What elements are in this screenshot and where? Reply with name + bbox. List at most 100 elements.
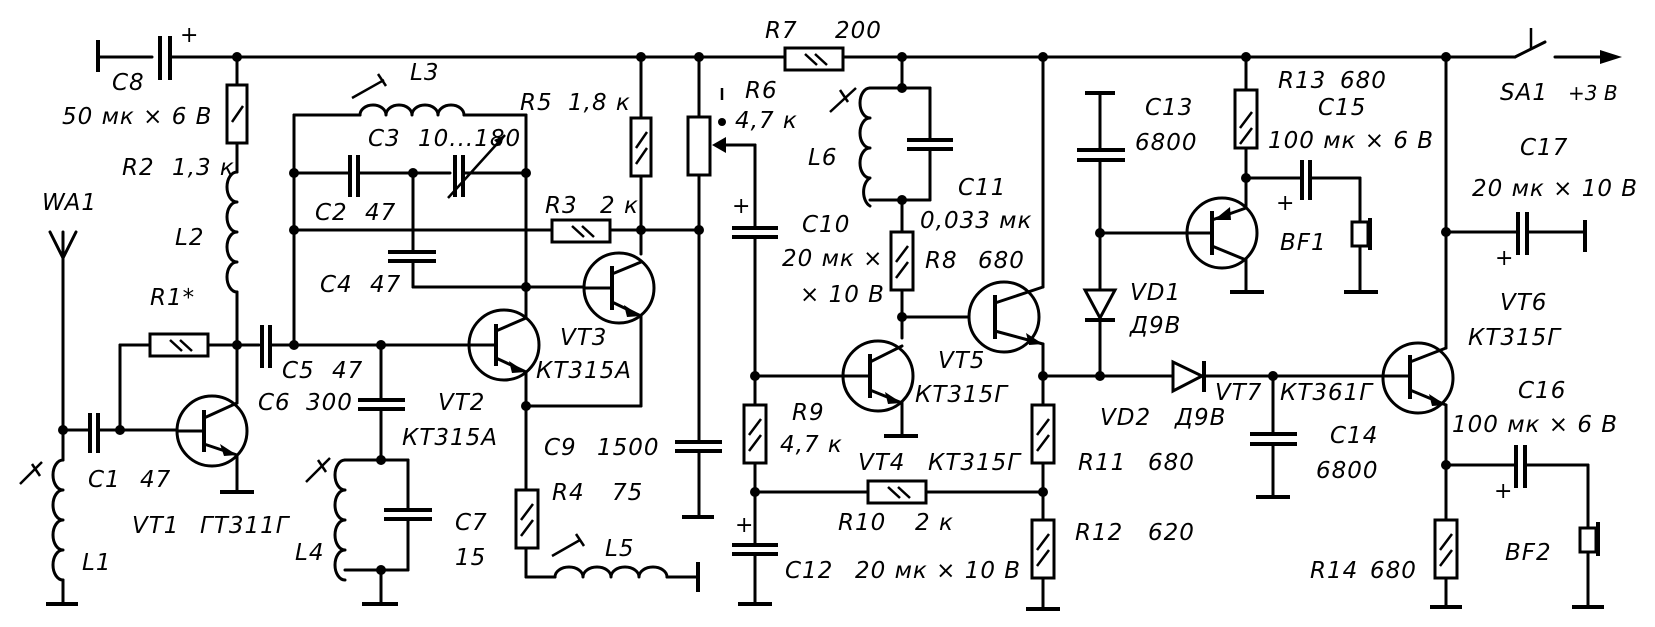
r3-ref: R3 [545,193,578,219]
detector-node [1041,371,1192,381]
capacitor-c2: C2 47 [292,155,452,226]
bf2-ref: BF2 [1505,540,1552,566]
vt1-ref: VT1 [132,513,179,539]
wa1-ref: WA1 [42,190,97,216]
vt7-type: КТ361Г [1280,380,1374,406]
power-rail [96,40,1517,72]
vt5-type: КТ315Г [915,382,1009,408]
c10-value: 20 мк × [782,246,883,272]
inductor-l6: L6 [808,52,907,208]
r8-ref: R8 [925,248,958,274]
r11-value: 680 [1148,450,1195,476]
capacitor-c14: C14 6800 [1250,374,1379,499]
r14-value: 680 [1370,558,1417,584]
vt4-ref: VT4 [858,450,905,476]
c2-ref: C2 [315,200,348,226]
r10-value: 2 к [915,510,954,536]
transistor-vt6: VT6 КТ315Г [1381,256,1561,522]
c9-value: 1500 [597,435,660,461]
capacitor-c10: + C10 20 мк × × 10 В [732,143,885,381]
r11-ref: R11 [1078,450,1126,476]
c10-ref: C10 [802,212,850,238]
c1-ref: C1 [88,467,121,493]
capacitor-c11: C11 0,033 мк [897,86,1032,234]
vt7-ref: VT7 [1215,380,1262,406]
c2-value: 47 [365,200,396,226]
switch-sa1: SA1 +3 В [1441,28,1622,106]
vt2-ref: VT2 [438,390,485,416]
inductor-l5: L5 [551,533,700,592]
r7-value: 200 [835,18,882,44]
resistor-r3: R3 2 к [292,193,702,244]
transistor-vt7: VT7 КТ361Г [1098,196,1374,406]
l1-ref: L1 [82,550,111,576]
r9-value: 4,7 к [780,432,843,458]
capacitor-c16: + C16 100 мк × 6 В [1441,378,1618,504]
c1-value: 47 [140,467,171,493]
r6-ref: R6 [745,78,778,104]
c6-value: 300 [306,390,353,416]
capacitor-c12: + C12 20 мк × 10 В [732,490,1021,606]
r10-ref: R10 [838,510,886,536]
resistor-r11: R11 680 [1030,371,1195,494]
r2-value: 1,3 к [172,155,235,181]
capacitor-c1: C1 47 [61,413,180,493]
r3-value: 2 к [600,193,639,219]
vt2-type: КТ315А [402,425,498,451]
r5-value: 1,8 к [568,90,631,116]
vd1-type: Д9В [1129,313,1181,339]
c11-value: 0,033 мк [920,208,1032,234]
diode-vd2: VD2 Д9В [1100,359,1387,431]
c7-ref: C7 [455,510,488,536]
capacitor-c9: C9 1500 [544,228,722,519]
sa1-ref: SA1 [1500,80,1548,106]
c12-value: 20 мк × 10 В [855,558,1021,584]
capacitor-c4: C4 47 [320,171,614,298]
c16-value: 100 мк × 6 В [1452,412,1618,438]
c11-ref: C11 [958,175,1006,201]
transistor-vt5: VT5 КТ315Г [915,52,1048,408]
resistor-r9: R9 4,7 к [742,374,843,497]
earphone-bf2: BF2 [1505,463,1604,609]
c17-ref: C17 [1520,135,1568,161]
resistor-r7: R7 200 [765,18,882,72]
c10-polarity: + [732,194,750,219]
c16-polarity: + [1494,479,1512,504]
r13-value: 680 [1340,68,1387,94]
c15-value: 100 мк × 6 В [1268,128,1434,154]
c15-polarity: + [1276,191,1294,216]
c4-ref: C4 [320,272,353,298]
transistor-vt4: VT4 КТ315Г [753,339,1022,476]
c13-ref: C13 [1145,95,1193,121]
r7-ref: R7 [765,18,798,44]
r12-value: 620 [1148,520,1195,546]
r1-ref: R1* [150,285,195,311]
c6-ref: C6 [258,390,291,416]
vd2-ref: VD2 [1100,405,1151,431]
capacitor-c15: + C15 100 мк × 6 В [1244,95,1434,216]
r6-value: 4,7 к [735,108,798,134]
c4-value: 47 [370,272,401,298]
c5-ref: C5 [282,358,315,384]
inductor-l2: L2 [175,170,239,345]
c8-value: 50 мк × 6 В [62,104,212,130]
vd1-ref: VD1 [1130,280,1181,306]
vt4-type: КТ315Г [928,450,1022,476]
vt6-ref: VT6 [1500,290,1547,316]
l3-ref: L3 [410,60,439,86]
capacitor-c13: C13 6800 [1077,91,1197,292]
r5-ref: R5 [520,90,553,116]
c14-value: 6800 [1316,458,1379,484]
c3-value: 10...180 [418,126,521,152]
l5-ref: L5 [605,536,634,562]
vt3-ref: VT3 [560,325,607,351]
r2-ref: R2 [122,155,155,181]
vt3-type: КТ315А [536,358,632,384]
c10-value-2: × 10 В [800,282,885,308]
c17-value: 20 мк × 10 В [1472,176,1638,202]
c9-ref: C9 [544,435,577,461]
diode-vd1: VD1 Д9В [1082,280,1181,378]
resistor-r14: R14 680 [1310,518,1462,609]
resistor-r13: R13 680 [1233,52,1387,210]
